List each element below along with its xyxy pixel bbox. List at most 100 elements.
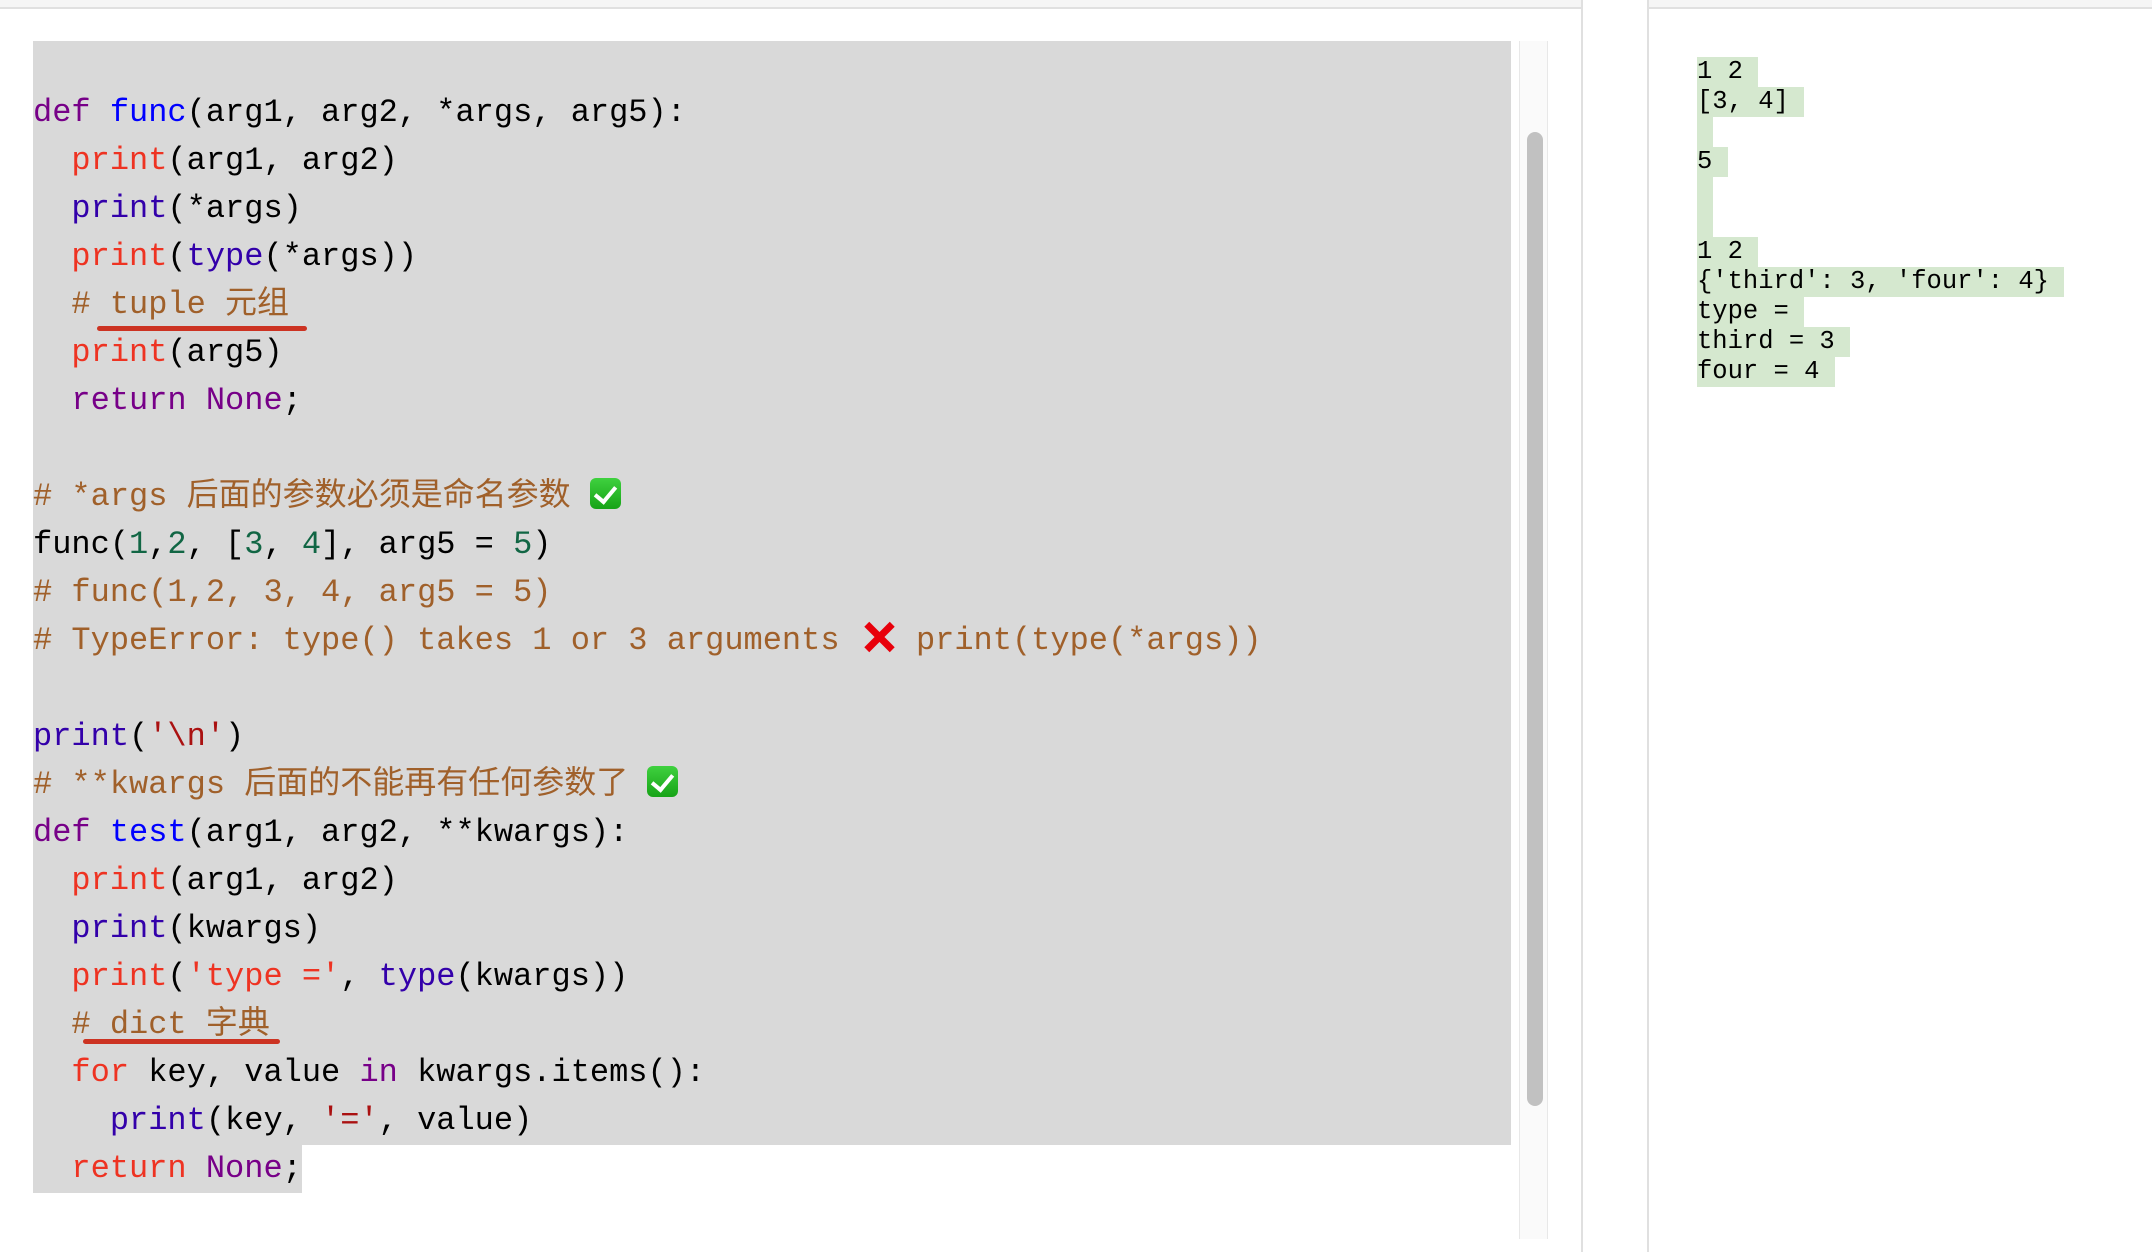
code-line[interactable]: func(1,2, [3, 4], arg5 = 5) xyxy=(33,521,1511,569)
code-line[interactable] xyxy=(33,41,1511,89)
code-token: ) xyxy=(225,718,245,755)
tuple-underline xyxy=(97,326,307,331)
code-token: (*args) xyxy=(167,190,302,227)
code-token: (kwargs) xyxy=(167,910,322,947)
output-line xyxy=(1697,207,1713,237)
code-token: func( xyxy=(33,526,130,563)
code-line[interactable]: # func(1,2, 3, 4, arg5 = 5) xyxy=(33,569,1511,617)
code-token: test xyxy=(109,814,187,851)
code-token xyxy=(33,1054,71,1091)
code-token: 1 xyxy=(129,526,149,563)
code-line[interactable]: print(type(*args)) xyxy=(33,233,1511,281)
code-token: def xyxy=(33,814,91,851)
dict-underline xyxy=(83,1039,280,1044)
output-line: 1 2 xyxy=(1697,57,1759,87)
code-token: def xyxy=(33,94,91,131)
output-line: 5 xyxy=(1697,147,1728,177)
code-token xyxy=(33,334,71,371)
code-token: 4 xyxy=(301,526,322,563)
code-line[interactable]: print(*args) xyxy=(33,185,1511,233)
code-token: ; xyxy=(282,382,302,419)
code-token: print xyxy=(71,142,168,179)
code-token: print xyxy=(109,1102,206,1139)
code-token: (*args)) xyxy=(263,238,418,275)
code-line[interactable]: print(key, '=', value) xyxy=(33,1097,1511,1145)
code-line[interactable] xyxy=(33,665,1511,713)
code-token xyxy=(33,1006,71,1043)
code-token: return xyxy=(71,382,187,419)
output-panel-header xyxy=(1648,0,2152,9)
code-line[interactable]: print(arg1, arg2) xyxy=(33,137,1511,185)
code-token: # **kwargs 后面的不能再有任何参数了 xyxy=(33,766,648,803)
code-token: print xyxy=(71,910,168,947)
code-token: in xyxy=(359,1054,398,1091)
code-token: # func(1,2, 3, 4, arg5 = 5) xyxy=(33,574,552,611)
code-token xyxy=(33,382,71,419)
code-token xyxy=(33,1150,71,1187)
code-token: print xyxy=(71,862,168,899)
editor-scrollbar[interactable] xyxy=(1519,41,1548,1239)
code-token: type xyxy=(378,958,456,995)
code-token xyxy=(33,958,71,995)
code-line[interactable]: # *args 后面的参数必须是命名参数 xyxy=(33,473,1511,521)
code-token: ], arg5 = xyxy=(321,526,514,563)
code-token: # *args 后面的参数必须是命名参数 xyxy=(33,478,590,515)
code-token: for xyxy=(71,1054,130,1091)
code-token xyxy=(91,814,110,851)
code-token: print xyxy=(71,334,168,371)
code-line[interactable]: # **kwargs 后面的不能再有任何参数了 xyxy=(33,761,1511,809)
code-line[interactable]: # tuple 元组 xyxy=(33,281,1511,329)
code-token: ( xyxy=(167,958,187,995)
code-token: ( xyxy=(167,238,187,275)
code-token xyxy=(33,1102,110,1139)
code-token: (arg1, arg2) xyxy=(167,862,398,899)
code-token xyxy=(33,910,71,947)
code-token: None xyxy=(205,382,283,419)
editor-panel-header xyxy=(0,0,1582,9)
code-token: , value) xyxy=(378,1102,533,1139)
code-line[interactable]: print('type =', type(kwargs)) xyxy=(33,953,1511,1001)
code-line[interactable]: print(arg1, arg2) xyxy=(33,857,1511,905)
code-line[interactable]: def func(arg1, arg2, *args, arg5): xyxy=(33,89,1511,137)
code-line[interactable]: print('\n') xyxy=(33,713,1511,761)
code-token xyxy=(33,286,71,323)
check-mark-icon xyxy=(589,478,621,509)
code-token xyxy=(33,862,71,899)
output-panel-border xyxy=(1647,0,1649,1252)
code-line[interactable]: return None; xyxy=(33,377,1511,425)
code-token: print xyxy=(71,958,168,995)
output-line: 1 2 xyxy=(1697,237,1759,267)
code-token: 2 xyxy=(167,526,187,563)
code-token: func xyxy=(109,94,187,131)
code-token xyxy=(187,382,206,419)
code-token: ) xyxy=(532,526,552,563)
output-line: [3, 4] xyxy=(1697,87,1805,117)
code-token xyxy=(33,190,71,227)
code-line[interactable] xyxy=(33,425,1511,473)
code-line[interactable]: print(kwargs) xyxy=(33,905,1511,953)
code-line[interactable]: for key, value in kwargs.items(): xyxy=(33,1049,1511,1097)
code-token xyxy=(91,94,110,131)
cross-mark-icon xyxy=(859,621,897,653)
code-token: # tuple 元组 xyxy=(71,286,290,323)
code-editor[interactable]: def func(arg1, arg2, *args, arg5): print… xyxy=(33,41,1511,1193)
code-token: type xyxy=(186,238,264,275)
code-line[interactable]: def test(arg1, arg2, **kwargs): xyxy=(33,809,1511,857)
code-token: print xyxy=(71,190,168,227)
code-token: 5 xyxy=(513,526,533,563)
code-line[interactable]: return None; xyxy=(33,1145,302,1193)
code-line[interactable]: # TypeError: type() takes 1 or 3 argumen… xyxy=(33,617,1511,665)
check-mark-icon xyxy=(647,766,679,797)
code-token xyxy=(33,238,71,275)
output-line: four = 4 xyxy=(1697,357,1835,387)
code-token: # TypeError: type() takes 1 or 3 argumen… xyxy=(33,622,859,659)
output-line: third = 3 xyxy=(1697,327,1851,357)
code-token: ( xyxy=(129,718,149,755)
editor-scrollbar-thumb[interactable] xyxy=(1527,132,1543,1106)
code-token: (arg1, arg2) xyxy=(167,142,398,179)
code-token: print xyxy=(71,238,168,275)
code-line[interactable]: print(arg5) xyxy=(33,329,1511,377)
code-token: '=' xyxy=(321,1102,379,1139)
output-line xyxy=(1697,117,1713,147)
code-token: , xyxy=(340,958,379,995)
